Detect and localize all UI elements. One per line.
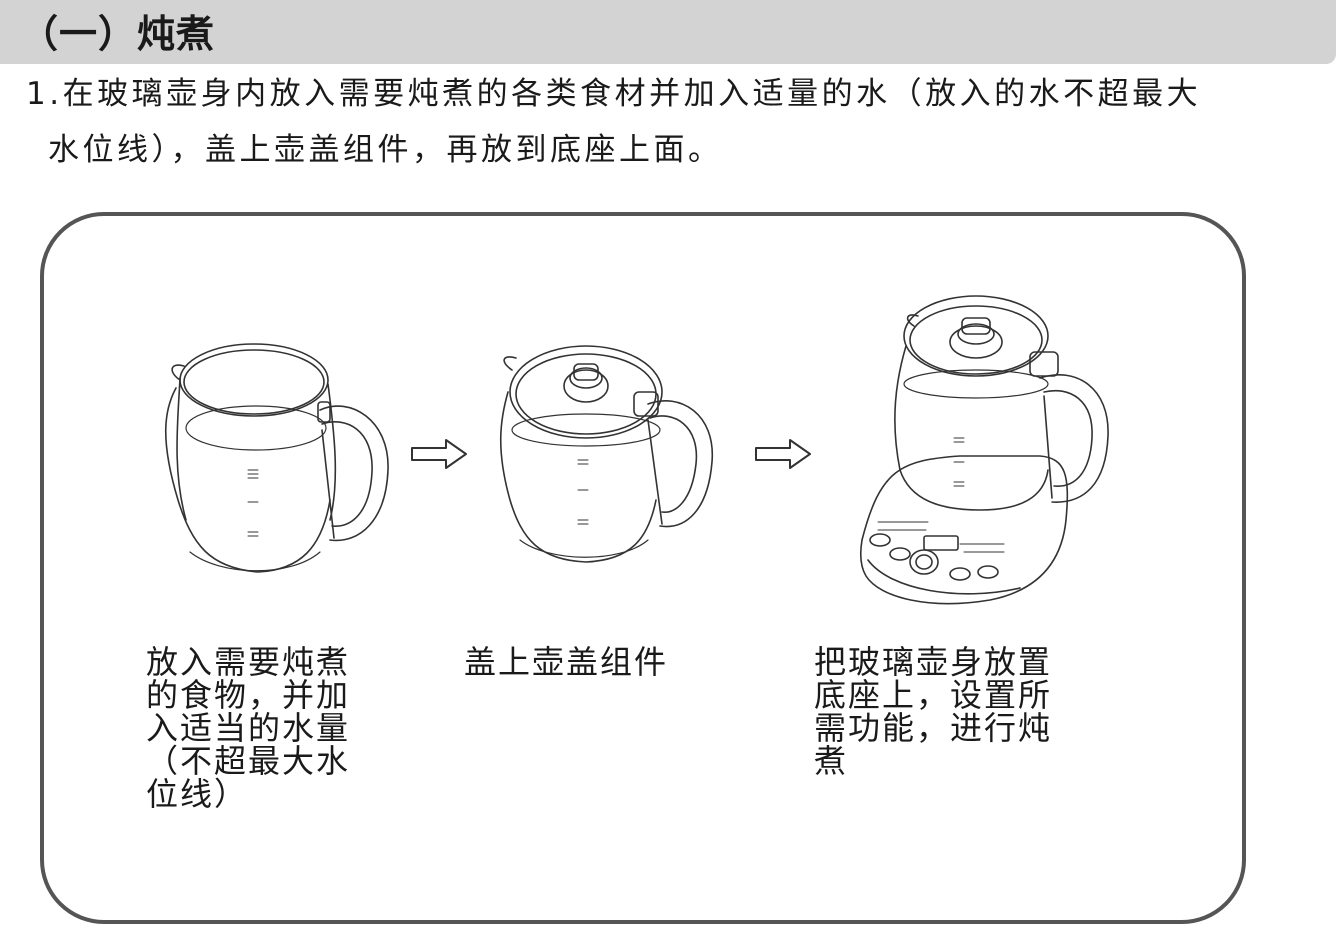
glass-pot-with-lid-icon: [499, 345, 713, 563]
glass-pot-open-icon: [164, 343, 389, 573]
outline-right-arrow-icon: [411, 439, 467, 469]
step-1-caption: 放入需要炖煮 的食物，并加 入适当的水量 （不超最大水 位线）: [146, 643, 351, 813]
instruction-line-2: 水位线），盖上壶盖组件，再放到底座上面。: [48, 132, 723, 168]
illustration-panel: [40, 212, 1246, 924]
kettle-on-base-icon: [860, 295, 1109, 605]
instruction-text: 1.在玻璃壶身内放入需要炖煮的各类食材并加入适量的水（放入的水不超最大 水位线）…: [26, 66, 1316, 178]
step-3-caption: 把玻璃壶身放置 底座上，设置所 需功能，进行炖 煮: [814, 643, 1053, 780]
section-title: （一）炖煮: [20, 12, 216, 56]
instruction-line-1: 1.在玻璃壶身内放入需要炖煮的各类食材并加入适量的水（放入的水不超最大: [26, 76, 1202, 112]
outline-right-arrow-icon: [755, 439, 811, 469]
section-header-bar: [0, 0, 1336, 64]
step-2-caption: 盖上壶盖组件: [464, 643, 669, 681]
